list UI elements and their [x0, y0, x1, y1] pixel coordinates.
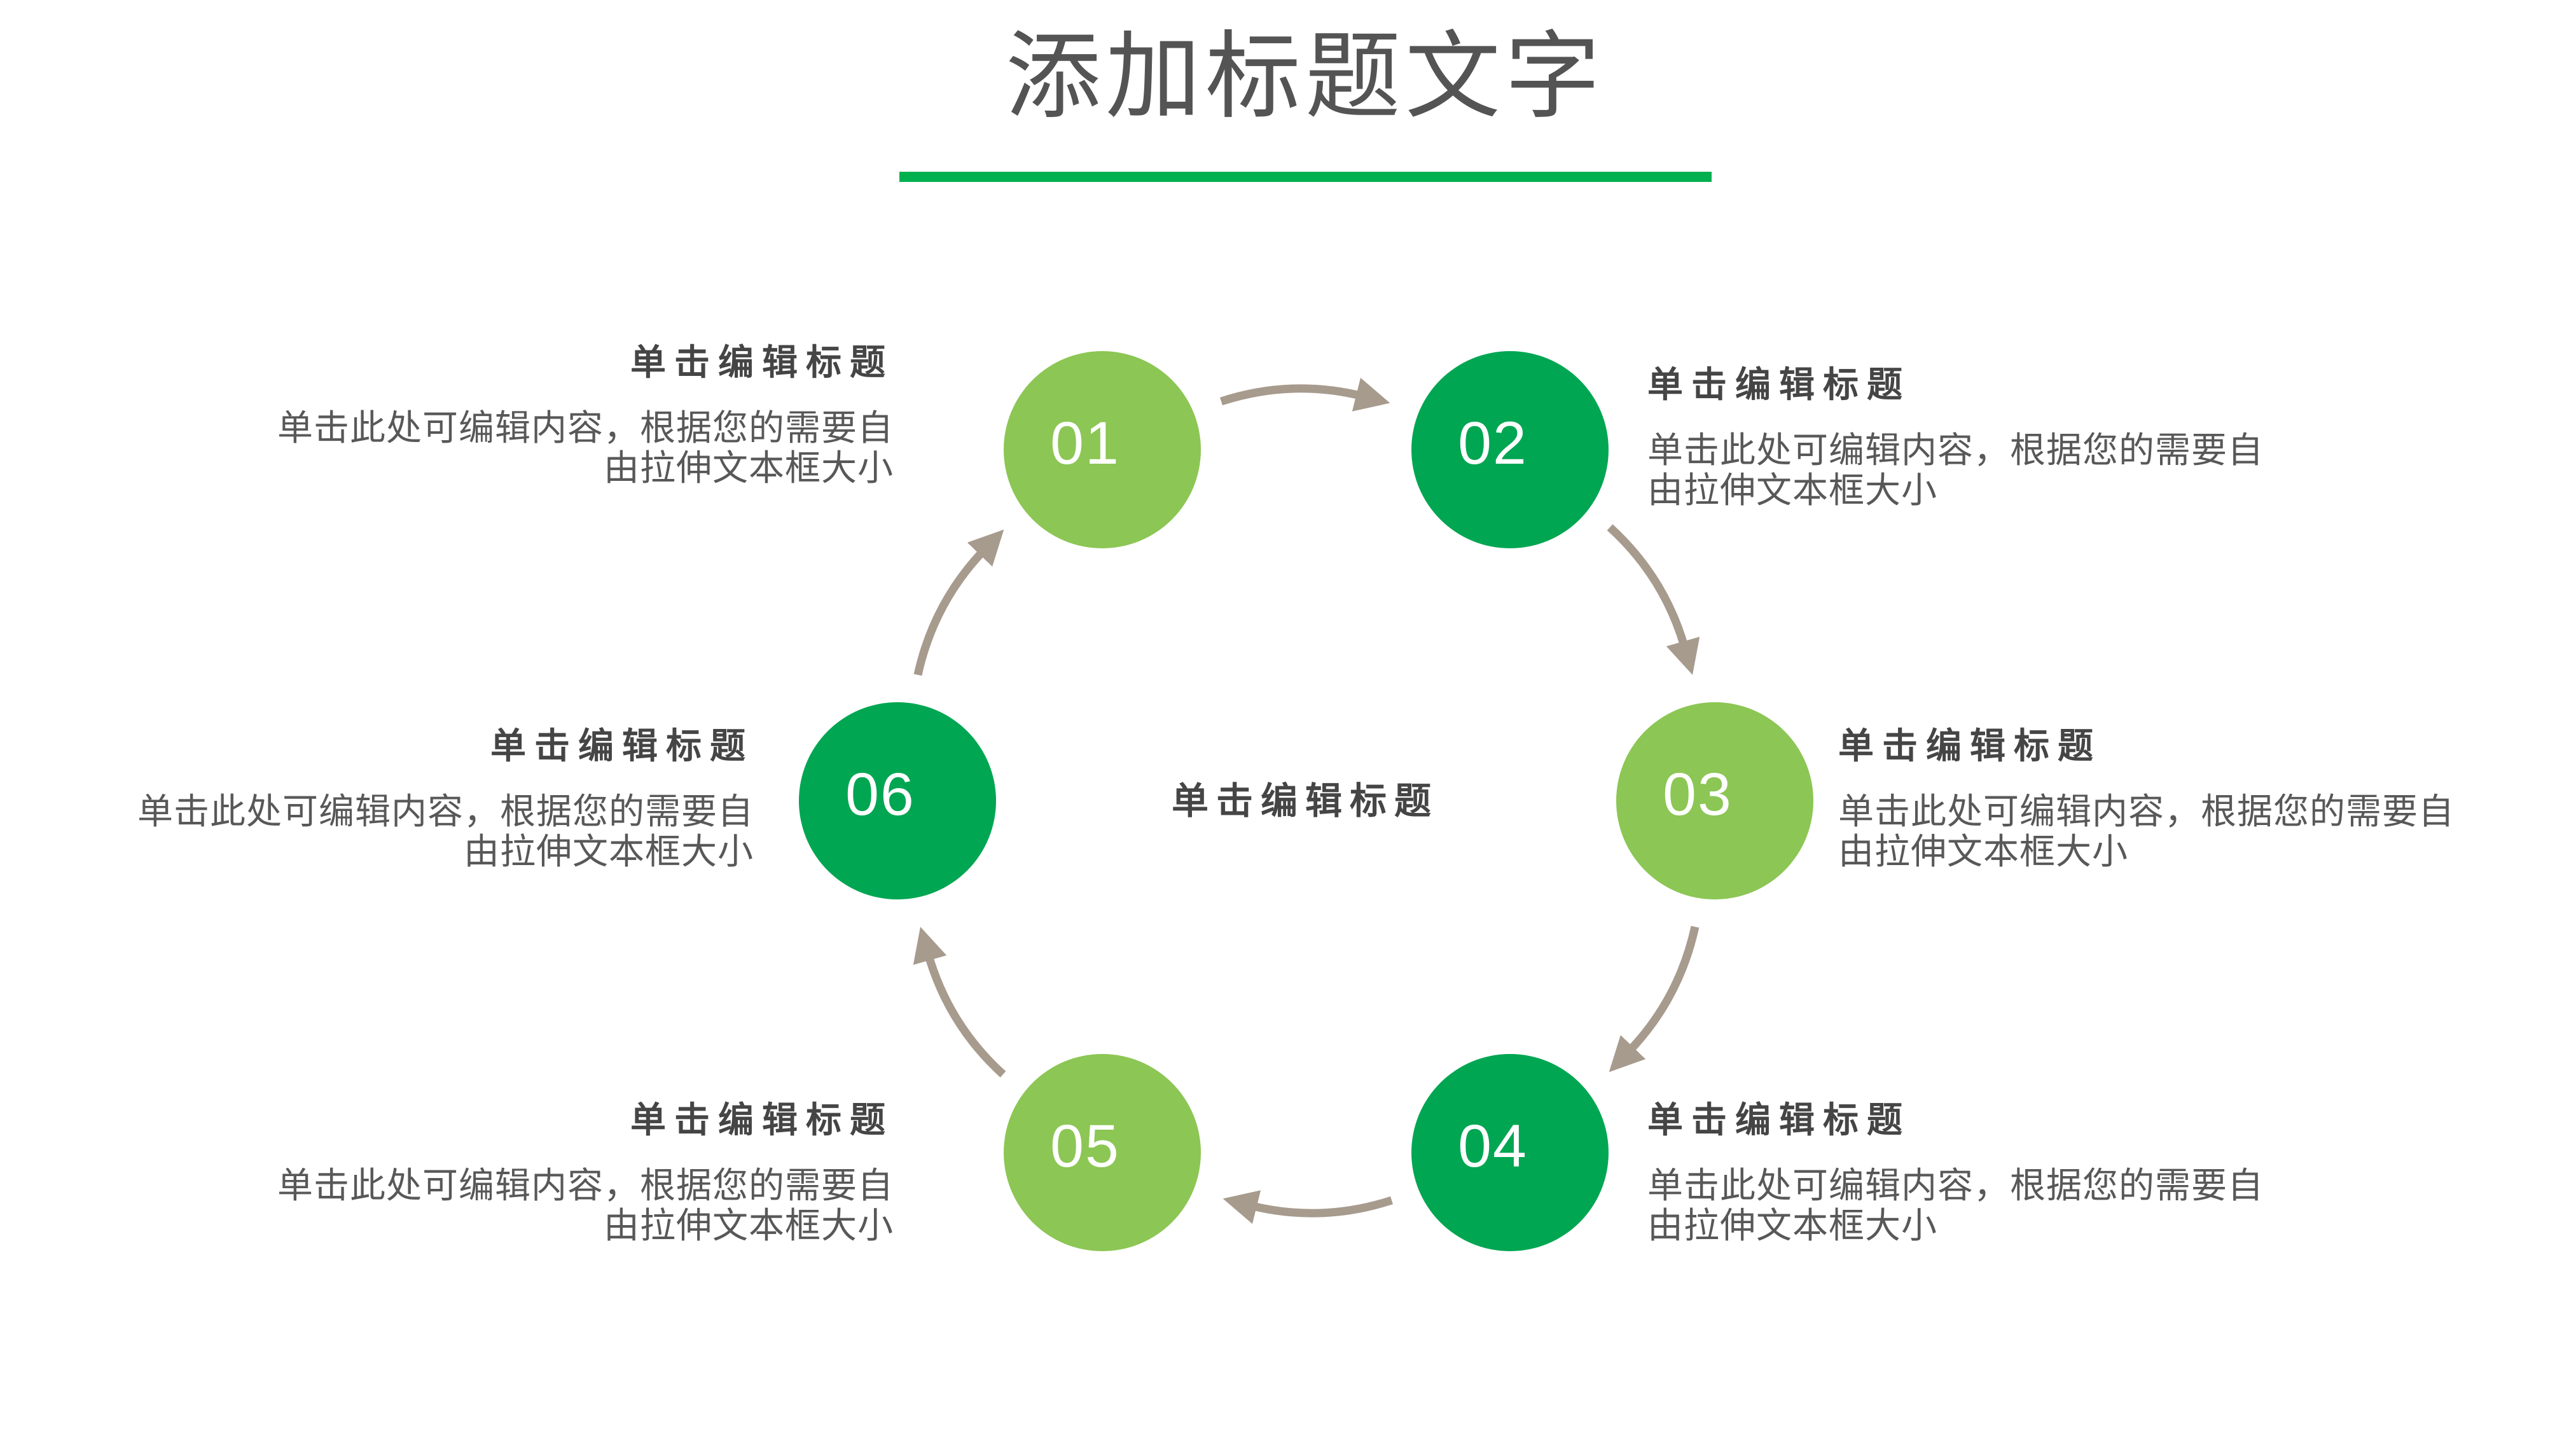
step-circle-04[interactable]: 04 [1411, 1054, 1609, 1251]
title-underline [899, 172, 1712, 182]
step-number: 06 [845, 760, 915, 828]
arrow-01-to-02 [1219, 377, 1390, 412]
step-number: 03 [1663, 760, 1733, 828]
step-text-02[interactable]: 单击编辑标题 单击此处可编辑内容，根据您的需要自由拉伸文本框大小 [1647, 363, 2379, 510]
step-text-03[interactable]: 单击编辑标题 单击此处可编辑内容，根据您的需要自由拉伸文本框大小 [1838, 724, 2570, 871]
step-text-05[interactable]: 单击编辑标题 单击此处可编辑内容，根据您的需要自由拉伸文本框大小 [162, 1098, 894, 1245]
page-title[interactable]: 添加标题文字 [1005, 23, 1605, 130]
arrow-06-to-01 [913, 529, 1004, 676]
arrow-04-to-05 [1222, 1190, 1394, 1224]
step-text-01[interactable]: 单击编辑标题 单击此处可编辑内容，根据您的需要自由拉伸文本框大小 [162, 340, 894, 488]
step-body: 单击此处可编辑内容，根据您的需要自由拉伸文本框大小 [1838, 791, 2455, 871]
step-circle-01[interactable]: 01 [1004, 351, 1201, 548]
step-body: 单击此处可编辑内容，根据您的需要自由拉伸文本框大小 [277, 408, 894, 488]
step-text-06[interactable]: 单击编辑标题 单击此处可编辑内容，根据您的需要自由拉伸文本框大小 [22, 724, 754, 871]
step-body: 单击此处可编辑内容，根据您的需要自由拉伸文本框大小 [277, 1165, 894, 1245]
step-number: 05 [1050, 1112, 1120, 1180]
step-heading: 单击编辑标题 [630, 1100, 894, 1140]
step-heading: 单击编辑标题 [490, 726, 754, 766]
step-heading: 单击编辑标题 [1647, 1100, 1911, 1140]
step-heading: 单击编辑标题 [630, 342, 894, 382]
step-circle-06[interactable]: 06 [799, 702, 996, 899]
step-body: 单击此处可编辑内容，根据您的需要自由拉伸文本框大小 [137, 791, 754, 871]
step-number: 01 [1050, 409, 1120, 477]
center-label[interactable]: 单击编辑标题 [1171, 780, 1439, 822]
arrow-03-to-04 [1609, 926, 1700, 1072]
step-heading: 单击编辑标题 [1647, 364, 1911, 405]
arrow-02-to-03 [1607, 524, 1700, 675]
step-circle-03[interactable]: 03 [1616, 702, 1813, 899]
step-number: 02 [1458, 409, 1528, 477]
arrow-05-to-06 [913, 927, 1006, 1078]
step-circle-02[interactable]: 02 [1411, 351, 1609, 548]
step-heading: 单击编辑标题 [1838, 726, 2102, 766]
step-text-04[interactable]: 单击编辑标题 单击此处可编辑内容，根据您的需要自由拉伸文本框大小 [1647, 1098, 2379, 1245]
step-body: 单击此处可编辑内容，根据您的需要自由拉伸文本框大小 [1647, 1165, 2264, 1245]
step-body: 单击此处可编辑内容，根据您的需要自由拉伸文本框大小 [1647, 430, 2264, 510]
step-number: 04 [1458, 1112, 1528, 1180]
step-circle-05[interactable]: 05 [1004, 1054, 1201, 1251]
